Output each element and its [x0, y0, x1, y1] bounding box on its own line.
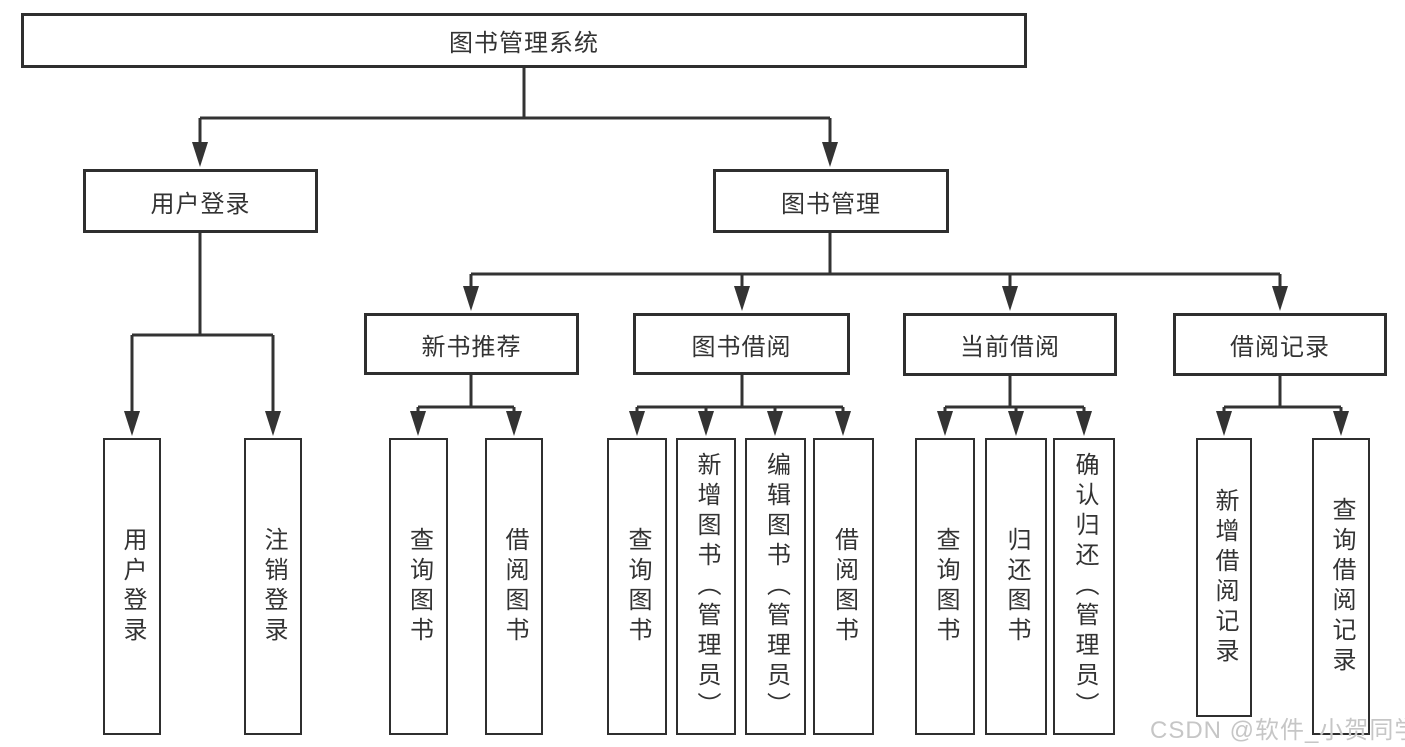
- wire-book-mgmt-branch: [469, 233, 1282, 300]
- leaf-label: 借阅图书: [830, 526, 858, 647]
- leaf-logout: 注销登录: [244, 438, 302, 735]
- node-borrow-records: 借阅记录: [1173, 313, 1387, 376]
- node-current-borrow: 当前借阅: [903, 313, 1117, 376]
- arrowheads: [124, 142, 1349, 436]
- wire-root-branch: [198, 68, 832, 154]
- arrow-icon: [506, 411, 522, 436]
- leaf-user-login: 用户登录: [103, 438, 161, 735]
- arrow-icon: [1002, 286, 1018, 311]
- leaf-return-book: 归还图书: [985, 438, 1047, 735]
- leaf-query-books-borrow: 查询图书: [607, 438, 667, 735]
- watermark: CSDN @软件_小贺同学: [1150, 717, 1405, 744]
- node-book-management: 图书管理: [713, 169, 949, 233]
- leaf-label: 注销登录: [260, 526, 287, 647]
- leaf-label: 用户登录: [119, 526, 146, 647]
- arrow-icon: [1076, 411, 1092, 436]
- node-book-borrow: 图书借阅: [633, 313, 850, 375]
- leaf-confirm-return-admin: 确认归还（管理员）: [1053, 438, 1115, 735]
- arrow-icon: [835, 411, 851, 436]
- node-user-login: 用户登录: [83, 169, 318, 233]
- leaf-add-book-admin: 新增图书（管理员）: [676, 438, 736, 735]
- leaf-borrow-books: 借阅图书: [813, 438, 874, 735]
- arrow-icon: [124, 411, 140, 436]
- leaf-label: 借阅图书: [501, 526, 528, 647]
- arrow-icon: [698, 411, 714, 436]
- leaf-label: 新增图书（管理员）: [693, 451, 720, 722]
- arrow-icon: [1272, 286, 1288, 311]
- wire-book-borrow-branch: [635, 375, 845, 424]
- leaf-query-books-recommend: 查询图书: [389, 438, 448, 735]
- wire-new-book-branch: [416, 375, 516, 424]
- arrow-icon: [265, 411, 281, 436]
- leaf-label: 编辑图书（管理员）: [762, 451, 790, 722]
- arrow-icon: [410, 411, 426, 436]
- arrow-icon: [1008, 411, 1024, 436]
- arrow-icon: [822, 142, 838, 167]
- arrow-icon: [463, 286, 479, 311]
- arrow-icon: [192, 142, 208, 167]
- wire-borrow-record-branch: [1222, 375, 1343, 424]
- node-new-book-recommend: 新书推荐: [364, 313, 579, 375]
- leaf-label: 确认归还（管理员）: [1071, 451, 1098, 722]
- node-root: 图书管理系统: [21, 13, 1027, 68]
- leaf-label: 查询图书: [624, 526, 651, 647]
- arrow-icon: [1216, 411, 1232, 436]
- leaf-label: 查询图书: [405, 526, 433, 647]
- wire-user-login-branch: [130, 233, 275, 424]
- leaf-query-borrow-record: 查询借阅记录: [1312, 438, 1370, 735]
- leaf-label: 归还图书: [1003, 526, 1030, 647]
- leaf-edit-book-admin: 编辑图书（管理员）: [745, 438, 806, 735]
- arrow-icon: [767, 411, 783, 436]
- leaf-borrow-books-recommend: 借阅图书: [485, 438, 543, 735]
- arrow-icon: [629, 411, 645, 436]
- leaf-label: 查询图书: [932, 526, 959, 647]
- leaf-label: 新增借阅记录: [1211, 487, 1238, 668]
- leaf-query-books-current: 查询图书: [915, 438, 975, 735]
- arrow-icon: [937, 411, 953, 436]
- leaf-add-borrow-record: 新增借阅记录: [1196, 438, 1252, 717]
- arrow-icon: [1333, 411, 1349, 436]
- leaf-label: 查询借阅记录: [1328, 496, 1355, 677]
- arrow-icon: [734, 286, 750, 311]
